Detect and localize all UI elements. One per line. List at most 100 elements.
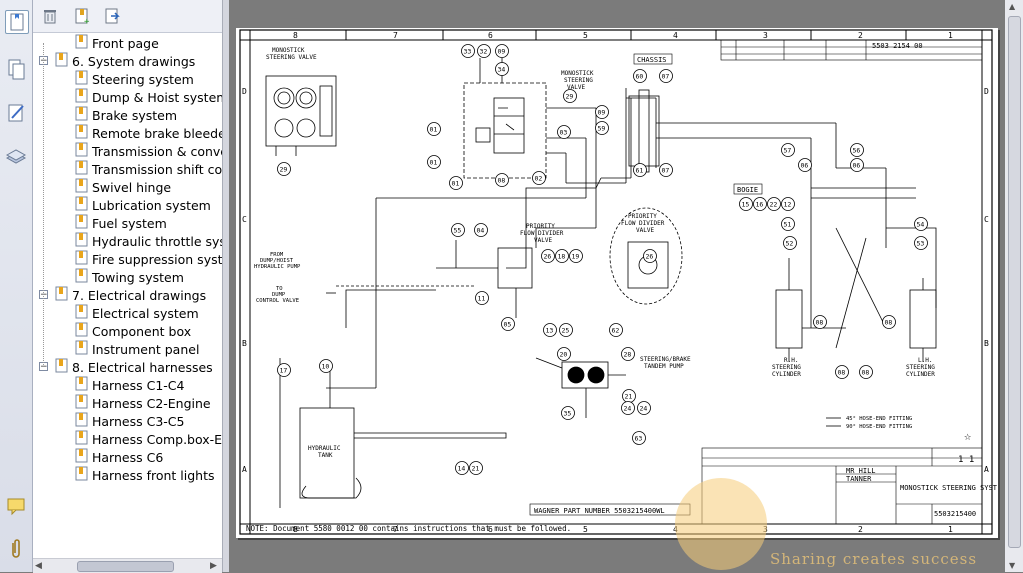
- legend-45: 45° HOSE-END FITTING: [846, 416, 912, 422]
- pages-panel-icon[interactable]: [5, 58, 27, 80]
- callout-number: 08: [862, 369, 870, 377]
- delete-bookmark-icon[interactable]: [41, 7, 59, 25]
- callout-bubble: 22: [767, 197, 781, 211]
- document-vertical-scrollbar[interactable]: ▲ ▼: [1005, 0, 1023, 572]
- bookmark-label: Hydraulic throttle syste: [92, 234, 222, 249]
- callout-bubble: 35: [561, 406, 575, 420]
- callout-number: 29: [280, 166, 288, 174]
- column-number: 5: [583, 31, 588, 40]
- callout-bubble: 60: [633, 69, 647, 83]
- bookmark-item[interactable]: Fire suppression system: [75, 250, 222, 268]
- scroll-up-arrow-icon[interactable]: ▲: [1009, 2, 1016, 11]
- callout-bubble: 57: [781, 143, 795, 157]
- bookmark-item[interactable]: Fuel system: [75, 214, 167, 232]
- bookmark-item[interactable]: Towing system: [75, 268, 184, 286]
- bookmark-item[interactable]: Harness C1-C4: [75, 376, 184, 394]
- bookmark-label: Transmission shift contr: [92, 162, 222, 177]
- bookmark-icon: [75, 412, 89, 432]
- bookmark-section[interactable]: 7. Electrical drawings: [55, 286, 206, 304]
- watermark-text: Sharing creates success: [770, 550, 978, 568]
- wagner-part-number: WAGNER PART NUMBER 5503215400WL: [534, 507, 665, 515]
- bookmark-item[interactable]: Transmission & convert: [75, 142, 222, 160]
- row-letter: A: [984, 465, 989, 474]
- bookmark-item[interactable]: Swivel hinge: [75, 178, 171, 196]
- callout-number: 02: [535, 175, 543, 183]
- watermark-logo: [675, 478, 767, 570]
- bookmark-item[interactable]: Remote brake bleeders: [75, 124, 222, 142]
- callout-bubble: 53: [914, 236, 928, 250]
- callout-bubble: 08: [495, 173, 509, 187]
- bookmark-label: Fire suppression system: [92, 252, 222, 267]
- bookmark-icon: [75, 430, 89, 450]
- column-number: 4: [673, 31, 678, 40]
- callout-number: 59: [598, 125, 606, 133]
- bookmark-label: 7. Electrical drawings: [72, 288, 207, 303]
- callout-number: 29: [566, 93, 574, 101]
- callout-bubble: 62: [609, 323, 623, 337]
- callout-number: 26: [646, 253, 654, 261]
- bookmarks-panel-icon[interactable]: [5, 10, 29, 34]
- signatures-panel-icon[interactable]: [5, 102, 27, 124]
- bookmark-item[interactable]: Front page: [75, 34, 159, 52]
- callout-number: 18: [558, 253, 566, 261]
- layers-panel-icon[interactable]: [5, 146, 27, 168]
- callout-bubble: 34: [495, 62, 509, 76]
- expand-bookmark-icon[interactable]: [103, 7, 121, 25]
- attachments-panel-icon[interactable]: [5, 538, 27, 560]
- callout-number: 07: [662, 73, 670, 81]
- bookmark-item[interactable]: Transmission shift contr: [75, 160, 222, 178]
- bookmark-section[interactable]: 8. Electrical harnesses: [55, 358, 213, 376]
- callout-bubble: 05: [501, 317, 515, 331]
- bookmark-item[interactable]: Harness Comp.box-Eng: [75, 430, 222, 448]
- bookmark-item[interactable]: Harness C3-C5: [75, 412, 184, 430]
- bookmark-item[interactable]: Dump & Hoist system: [75, 88, 222, 106]
- callout-number: 25: [562, 327, 570, 335]
- document-scroll-thumb[interactable]: [1008, 16, 1021, 548]
- callout-bubble: 08: [859, 365, 873, 379]
- callout-bubble: 12: [781, 197, 795, 211]
- callout-bubble: 25: [559, 323, 573, 337]
- callout-bubble: 26: [541, 249, 555, 263]
- tree-scroll-thumb[interactable]: [77, 561, 174, 572]
- callout-bubble: 06: [798, 158, 812, 172]
- scroll-right-arrow-icon[interactable]: ▶: [210, 561, 217, 571]
- scroll-down-arrow-icon[interactable]: ▼: [1009, 561, 1016, 570]
- bookmark-item[interactable]: Harness front lights: [75, 466, 215, 484]
- bookmark-item[interactable]: Component box: [75, 322, 191, 340]
- callout-number: 09: [498, 48, 506, 56]
- bookmark-icon: [75, 88, 89, 108]
- scroll-left-arrow-icon[interactable]: ◀: [35, 561, 42, 571]
- callout-bubble: 55: [451, 223, 465, 237]
- callout-number: 08: [838, 369, 846, 377]
- legend-90: 90° HOSE-END FITTING: [846, 424, 912, 430]
- new-bookmark-icon[interactable]: +: [73, 7, 91, 27]
- bookmark-item[interactable]: Electrical system: [75, 304, 199, 322]
- bookmark-section[interactable]: 6. System drawings: [55, 52, 195, 70]
- bookmark-item[interactable]: Harness C2-Engine: [75, 394, 211, 412]
- callout-bubble: 15: [739, 197, 753, 211]
- bookmark-icon: [75, 466, 89, 486]
- comments-panel-icon[interactable]: [5, 495, 27, 517]
- column-number: 6: [488, 525, 493, 534]
- bookmark-icon: [55, 52, 69, 72]
- bookmark-item[interactable]: Brake system: [75, 106, 177, 124]
- bookmark-label: Transmission & convert: [92, 144, 222, 159]
- row-letter: D: [984, 87, 989, 96]
- tree-horizontal-scrollbar[interactable]: ◀ ▶: [33, 558, 222, 573]
- panel-splitter[interactable]: [222, 0, 229, 572]
- label-bogie: BOGIE: [737, 186, 758, 194]
- callout-number: 12: [784, 201, 792, 209]
- bookmark-item[interactable]: Instrument panel: [75, 340, 199, 358]
- bookmark-item[interactable]: Lubrication system: [75, 196, 211, 214]
- row-letter: A: [242, 465, 247, 474]
- bookmark-item[interactable]: Steering system: [75, 70, 194, 88]
- bookmark-item[interactable]: Harness C6: [75, 448, 163, 466]
- column-number: 2: [858, 31, 863, 40]
- callout-number: 11: [478, 295, 486, 303]
- callout-bubble: 13: [543, 323, 557, 337]
- callout-bubble: 29: [277, 162, 291, 176]
- bookmark-item[interactable]: Hydraulic throttle syste: [75, 232, 222, 250]
